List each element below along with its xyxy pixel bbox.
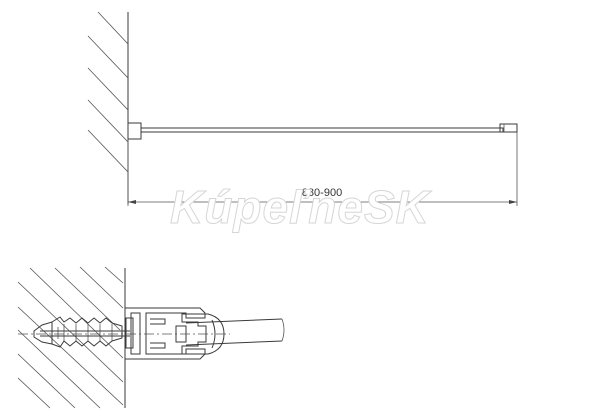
- detail-view: [17, 266, 285, 409]
- screw: [40, 317, 134, 349]
- dimension-arrow-right: [509, 200, 517, 204]
- wall-profile: [124, 307, 206, 360]
- top-wall-hatching: [87, 11, 129, 173]
- dimension-label: 880-900: [302, 187, 342, 199]
- top-view: 880-900: [87, 11, 518, 206]
- wall-bracket: [127, 122, 142, 140]
- end-profile: [499, 123, 518, 133]
- glass-panel: [140, 127, 504, 133]
- wall-anchor: [33, 316, 123, 348]
- watermark: KúpeľneSK: [170, 181, 432, 233]
- detail-wall-hatching: [17, 266, 124, 409]
- dimension-arrow-left: [128, 200, 136, 204]
- glass-pane: [185, 318, 285, 346]
